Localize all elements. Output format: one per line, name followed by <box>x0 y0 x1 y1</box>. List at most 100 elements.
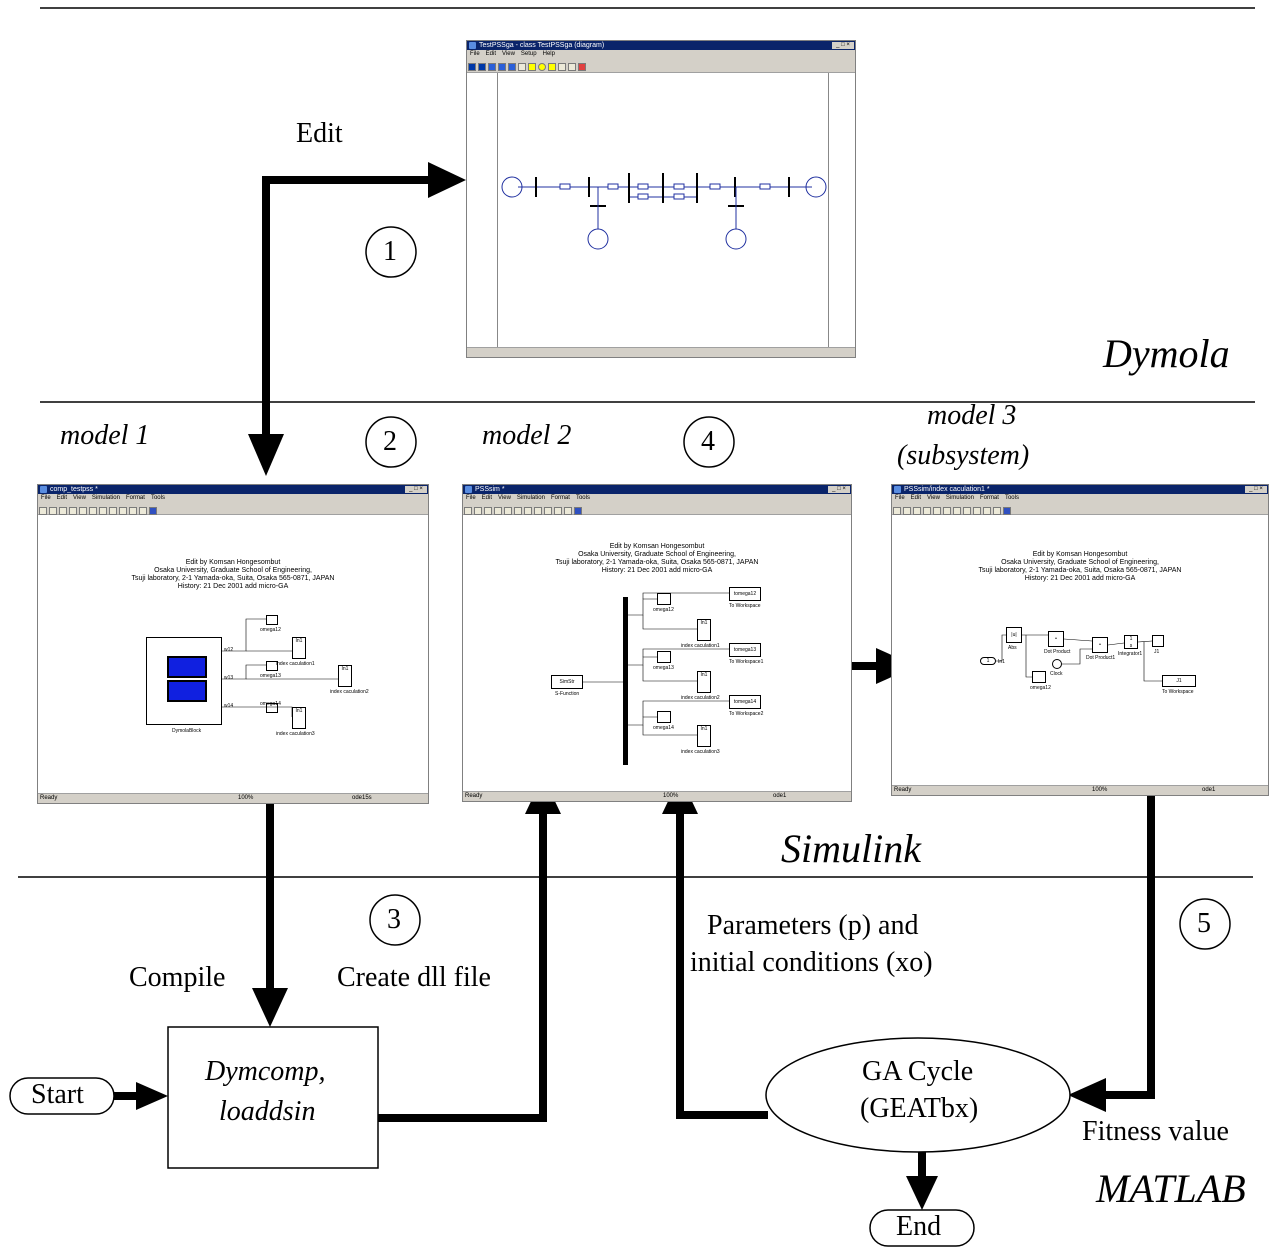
stop-icon[interactable] <box>139 507 147 515</box>
library-icon[interactable] <box>1003 507 1011 515</box>
grid-tool-icon[interactable] <box>568 63 576 71</box>
menu-tools[interactable]: Tools <box>150 495 165 501</box>
window-controls[interactable]: _ □ × <box>828 486 850 493</box>
copy-icon[interactable] <box>89 507 97 515</box>
menu-simulation[interactable]: Simulation <box>91 495 120 501</box>
paste-icon[interactable] <box>953 507 961 515</box>
save-icon[interactable] <box>59 507 67 515</box>
menu-file[interactable]: File <box>470 51 480 57</box>
inport-in1[interactable]: 1 <box>980 657 996 665</box>
toolbar-icon[interactable] <box>498 63 506 71</box>
print-icon[interactable] <box>494 507 502 515</box>
cut-icon[interactable] <box>933 507 941 515</box>
menu-view[interactable]: View <box>502 51 515 57</box>
cut-icon[interactable] <box>504 507 512 515</box>
dot-product1-block[interactable]: • <box>1092 637 1108 653</box>
menu-format[interactable]: Format <box>125 495 145 501</box>
menu-tools[interactable]: Tools <box>1004 495 1019 501</box>
polygon-tool-icon[interactable] <box>548 63 556 71</box>
to-workspace-j1[interactable]: J1 <box>1162 675 1196 687</box>
to-workspace-tomega13[interactable]: tomega13 <box>729 643 761 657</box>
paste-icon[interactable] <box>99 507 107 515</box>
window-controls[interactable]: _ □ × <box>405 486 427 493</box>
undo-icon[interactable] <box>534 507 542 515</box>
library-icon[interactable] <box>574 507 582 515</box>
menu-view[interactable]: View <box>927 495 940 501</box>
scope-omega12[interactable] <box>1032 671 1046 683</box>
open-icon[interactable] <box>474 507 482 515</box>
text-tool-icon[interactable] <box>558 63 566 71</box>
menu-view[interactable]: View <box>73 495 86 501</box>
new-icon[interactable] <box>464 507 472 515</box>
menu-simulation[interactable]: Simulation <box>516 495 545 501</box>
abs-block[interactable]: |u| <box>1006 627 1022 643</box>
scope-omega14[interactable] <box>266 703 278 713</box>
menu-help[interactable]: Help <box>542 51 555 57</box>
copy-icon[interactable] <box>943 507 951 515</box>
rectangle-tool-icon[interactable] <box>528 63 536 71</box>
scope-omega14[interactable] <box>657 711 671 723</box>
redo-icon[interactable] <box>544 507 552 515</box>
new-icon[interactable] <box>39 507 47 515</box>
menu-file[interactable]: File <box>41 495 51 501</box>
line-tool-icon[interactable] <box>518 63 526 71</box>
clock-block[interactable] <box>1052 659 1062 669</box>
menu-file[interactable]: File <box>895 495 905 501</box>
to-workspace-tomega14[interactable]: tomega14 <box>729 695 761 709</box>
paste-icon[interactable] <box>524 507 532 515</box>
open-icon[interactable] <box>903 507 911 515</box>
subsystem-index3[interactable]: In1 <box>697 725 711 747</box>
play-icon[interactable] <box>554 507 562 515</box>
stop-icon[interactable] <box>993 507 1001 515</box>
play-icon[interactable] <box>129 507 137 515</box>
window-controls[interactable]: _ □ × <box>832 42 854 49</box>
toolbar-icon[interactable] <box>478 63 486 71</box>
subsystem-index1[interactable]: In1 <box>697 619 711 641</box>
open-icon[interactable] <box>49 507 57 515</box>
scope-omega12[interactable] <box>266 615 278 625</box>
subsystem-index2[interactable]: In1 <box>338 665 352 687</box>
scope-omega13[interactable] <box>657 651 671 663</box>
undo-icon[interactable] <box>109 507 117 515</box>
play-icon[interactable] <box>983 507 991 515</box>
undo-icon[interactable] <box>963 507 971 515</box>
dot-product-block[interactable]: • <box>1048 631 1064 647</box>
menu-simulation[interactable]: Simulation <box>945 495 974 501</box>
window-controls[interactable]: _ □ × <box>1245 486 1267 493</box>
menu-edit[interactable]: Edit <box>485 51 497 57</box>
subsystem-index1[interactable]: In1 <box>292 637 306 659</box>
new-icon[interactable] <box>893 507 901 515</box>
menu-view[interactable]: View <box>498 495 511 501</box>
dymola-block[interactable] <box>146 637 222 725</box>
menu-file[interactable]: File <box>466 495 476 501</box>
subsystem-index3[interactable]: In1 <box>292 707 306 729</box>
subsystem-index2[interactable]: In1 <box>697 671 711 693</box>
library-icon[interactable] <box>149 507 157 515</box>
menu-format[interactable]: Format <box>550 495 570 501</box>
save-icon[interactable] <box>913 507 921 515</box>
copy-icon[interactable] <box>514 507 522 515</box>
scope-omega12[interactable] <box>657 593 671 605</box>
stop-icon[interactable] <box>564 507 572 515</box>
scope-omega13[interactable] <box>266 661 278 671</box>
menu-setup[interactable]: Setup <box>520 51 537 57</box>
save-icon[interactable] <box>484 507 492 515</box>
redo-icon[interactable] <box>119 507 127 515</box>
redo-icon[interactable] <box>973 507 981 515</box>
ellipse-tool-icon[interactable] <box>538 63 546 71</box>
menu-edit[interactable]: Edit <box>481 495 493 501</box>
toolbar-icon[interactable] <box>488 63 496 71</box>
menu-edit[interactable]: Edit <box>56 495 68 501</box>
print-icon[interactable] <box>69 507 77 515</box>
to-workspace-tomega12[interactable]: tomega12 <box>729 587 761 601</box>
menu-edit[interactable]: Edit <box>910 495 922 501</box>
scope-j1[interactable] <box>1152 635 1164 647</box>
sfunction-block[interactable]: SimStr <box>551 675 583 689</box>
toolbar-icon[interactable] <box>508 63 516 71</box>
menu-format[interactable]: Format <box>979 495 999 501</box>
print-icon[interactable] <box>923 507 931 515</box>
toolbar-icon[interactable] <box>468 63 476 71</box>
menu-tools[interactable]: Tools <box>575 495 590 501</box>
cut-icon[interactable] <box>79 507 87 515</box>
